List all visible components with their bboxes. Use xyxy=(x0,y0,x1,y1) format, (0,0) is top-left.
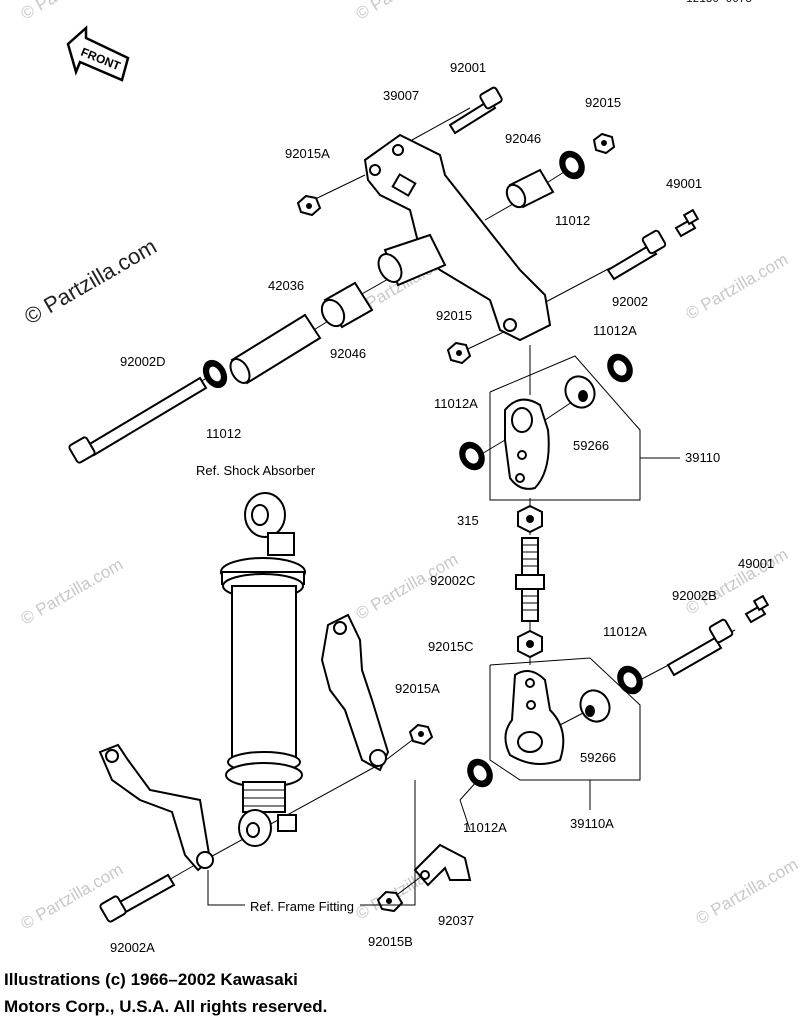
label-11012-left: 11012 xyxy=(206,426,241,441)
label-92037: 92037 xyxy=(438,913,474,928)
label-92015A-top: 92015A xyxy=(285,146,330,161)
label-39007: 39007 xyxy=(383,88,419,103)
copyright-line-1: Illustrations (c) 1966–2002 Kawasaki xyxy=(4,970,298,989)
ref-frame-lines xyxy=(207,780,416,906)
label-11012-top: 11012 xyxy=(555,213,590,228)
nut-92015B xyxy=(376,890,404,913)
label-42036: 42036 xyxy=(268,278,304,293)
nut-315 xyxy=(517,504,543,534)
watermark: © Partzilla.com xyxy=(683,545,792,619)
tie-rod-39110 xyxy=(504,375,596,490)
label-92001: 92001 xyxy=(450,60,486,75)
frame-fitting-right xyxy=(320,613,390,772)
grease-nipple-49001-top xyxy=(674,208,700,238)
part-labels: 92001 39007 92015 92015A 92046 11012 490… xyxy=(110,60,774,955)
front-arrow-icon: FRONT xyxy=(66,25,130,82)
copyright-notice: Illustrations (c) 1966–2002 Kawasaki Mot… xyxy=(4,966,327,1020)
label-ref-shock-absorber: Ref. Shock Absorber xyxy=(196,463,316,478)
collar-92046-top xyxy=(505,168,555,209)
label-92002A: 92002A xyxy=(110,940,155,955)
nut-92015-mid xyxy=(446,341,472,365)
bolt-92001 xyxy=(448,86,503,135)
label-92015-top: 92015 xyxy=(585,95,621,110)
bushing-11012A-mid xyxy=(459,441,485,471)
shock-absorber xyxy=(220,492,306,847)
label-92046-top: 92046 xyxy=(505,131,541,146)
label-59266-bottom: 59266 xyxy=(580,750,616,765)
label-92046-mid: 92046 xyxy=(330,346,366,361)
tie-rod-39110A xyxy=(504,670,611,765)
bushing-11012A-right xyxy=(617,665,643,695)
nut-92015A-top xyxy=(296,194,322,217)
watermark: © Partzilla.com xyxy=(18,0,127,23)
bracket-39007 xyxy=(363,133,552,342)
nut-92015A-bottom xyxy=(408,723,434,746)
label-ref-frame-fitting: Ref. Frame Fitting xyxy=(250,899,354,914)
watermark: © Partzilla.com xyxy=(353,0,462,23)
label-315: 315 xyxy=(457,513,479,528)
adjuster-92002C xyxy=(515,537,545,622)
label-59266-top: 59266 xyxy=(573,438,609,453)
bolt-92002B xyxy=(666,618,734,677)
sleeve-42036 xyxy=(229,313,322,385)
bolt-92002A xyxy=(99,873,176,923)
label-49001-top: 49001 xyxy=(666,176,702,191)
label-11012A-bottom: 11012A xyxy=(463,820,507,835)
bushing-11012-left xyxy=(202,359,228,389)
group-box-39110 xyxy=(489,355,680,501)
bracket-92037 xyxy=(413,843,472,887)
watermark: © Partzilla.com xyxy=(18,555,127,629)
label-92015C: 92015C xyxy=(428,639,474,654)
grease-nipple-49001-bottom xyxy=(744,594,770,624)
nut-92015-top xyxy=(592,132,616,155)
label-11012A-right: 11012A xyxy=(603,624,647,639)
label-49001-bottom: 49001 xyxy=(738,556,774,571)
bolt-92002 xyxy=(606,229,667,281)
label-92015B: 92015B xyxy=(368,934,413,949)
label-92002: 92002 xyxy=(612,294,648,309)
frame-fitting-left xyxy=(98,743,214,872)
watermark: © Partzilla.com xyxy=(693,855,800,929)
collar-92046-mid xyxy=(320,281,374,329)
label-92002D: 92002D xyxy=(120,354,166,369)
bushing-11012A-bottom xyxy=(467,758,493,788)
label-11012A-top: 11012A xyxy=(593,323,637,338)
label-92002B: 92002B xyxy=(672,588,717,603)
leader-lines xyxy=(83,107,736,901)
label-39110: 39110 xyxy=(685,450,720,465)
bushing-11012-top xyxy=(559,150,585,180)
bolt-92002D xyxy=(68,376,208,464)
label-92002C: 92002C xyxy=(430,573,476,588)
watermark-main: © Partzilla.com xyxy=(20,234,161,330)
label-92015-mid: 92015 xyxy=(436,308,472,323)
label-92015A-bottom: 92015A xyxy=(395,681,440,696)
copyright-line-2: Motors Corp., U.S.A. All rights reserved… xyxy=(4,997,328,1016)
group-box-39110A xyxy=(489,657,641,810)
label-39110A: 39110A xyxy=(570,816,614,831)
nut-92015C xyxy=(517,629,543,659)
diagram-code: 12130-0078 xyxy=(686,0,753,6)
watermark: © Partzilla.com xyxy=(683,250,792,324)
label-11012A-mid: 11012A xyxy=(434,396,478,411)
bushing-11012A-top xyxy=(607,353,633,383)
